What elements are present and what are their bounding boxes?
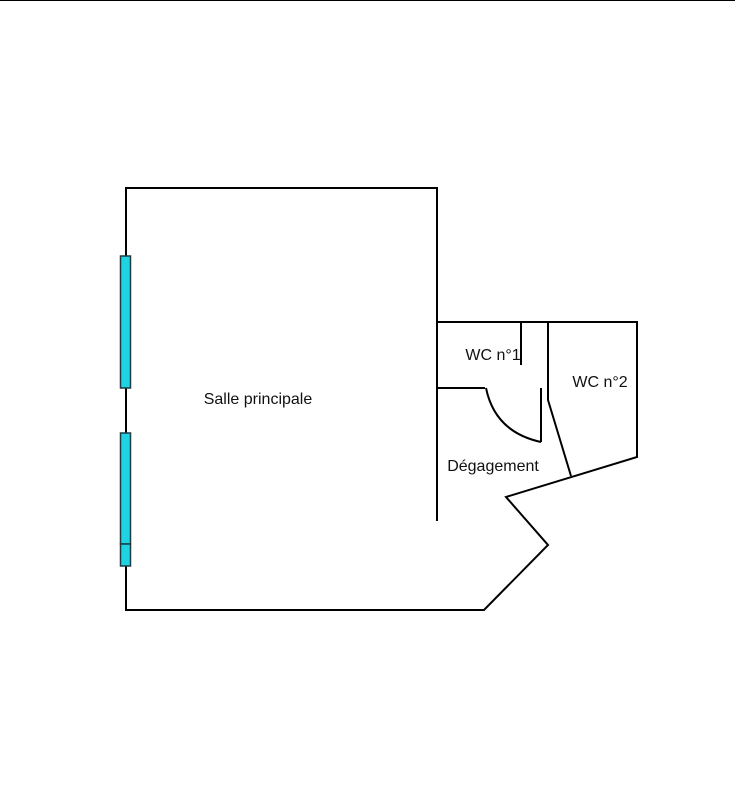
wc-partition-wall (547, 322, 572, 477)
walls (125, 187, 638, 611)
window-lower-pane (119, 543, 132, 567)
window-lower (119, 432, 132, 545)
wc2-label: WC n°2 (572, 374, 627, 391)
window-upper (119, 255, 132, 389)
windows (119, 255, 132, 567)
wc1-door-swing (485, 387, 542, 443)
main-hall-label: Salle principale (204, 391, 313, 408)
top-border-line (0, 0, 735, 1)
main-hall-wall (125, 187, 638, 611)
hallway-label: Dégagement (447, 458, 539, 475)
wc1-label: WC n°1 (465, 347, 520, 364)
